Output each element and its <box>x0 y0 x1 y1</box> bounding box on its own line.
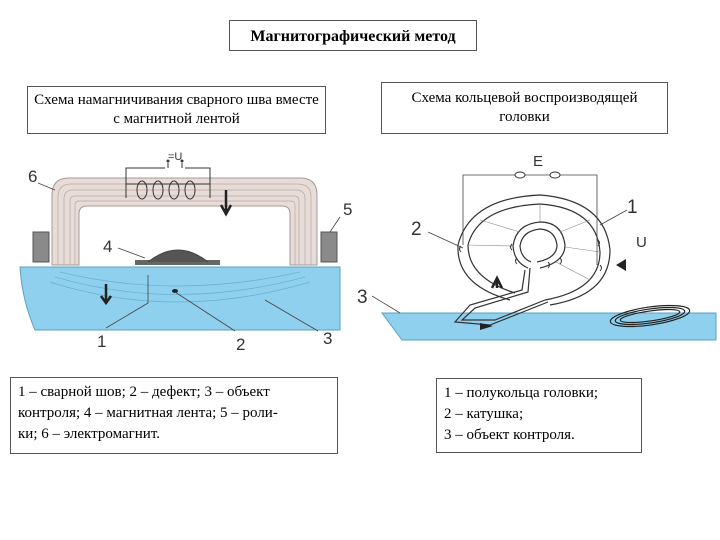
coil-windings <box>459 239 602 272</box>
right-legend: 1 – полукольца головки; 2 – катушка; 3 –… <box>436 378 642 453</box>
magnetic-tape <box>135 260 220 265</box>
right-legend-line: 1 – полукольца головки; <box>444 385 599 401</box>
label-u: U <box>636 234 647 251</box>
coil <box>125 163 211 200</box>
right-caption: Схема кольцевой воспроизводящей головки <box>381 82 668 134</box>
label-2-right: 2 <box>411 219 422 240</box>
flux-arrow-steel <box>99 284 113 306</box>
control-object <box>19 266 341 331</box>
label-e: E <box>533 153 543 170</box>
control-object-right <box>381 312 717 341</box>
label-3-right: 3 <box>357 287 368 308</box>
left-legend: 1 – сварной шов; 2 – дефект; 3 – объект … <box>10 377 338 454</box>
ring-head <box>453 194 611 326</box>
flux-arrow-yoke <box>219 190 233 217</box>
ring-head-diagram: 1 2 3 E U <box>357 153 717 341</box>
right-legend-line: 2 – катушка; <box>444 406 524 422</box>
arrow-u <box>616 259 626 271</box>
page-title: Магнитографический метод <box>229 20 477 51</box>
e-leads <box>462 174 598 265</box>
roller-right <box>320 231 338 263</box>
voltage-label: =U <box>168 151 182 163</box>
label-1-left: 1 <box>97 332 106 351</box>
tape-loops <box>609 304 691 328</box>
magnetization-diagram: =U 1 2 3 4 5 6 <box>19 151 352 354</box>
label-5-left: 5 <box>343 200 352 219</box>
leader-lines-right <box>371 209 628 314</box>
left-legend-line: 1 – сварной шов; 2 – дефект; 3 – объект <box>18 384 270 400</box>
flux-arrow-object <box>480 323 493 330</box>
roller-left <box>32 231 50 263</box>
label-1-right: 1 <box>627 197 638 218</box>
flux-arrow-head <box>490 275 504 289</box>
electromagnet-yoke <box>51 177 318 266</box>
head-spokes <box>467 204 601 281</box>
defect <box>172 289 178 293</box>
label-4-left: 4 <box>103 237 112 256</box>
label-3-left: 3 <box>323 329 332 348</box>
right-legend-line: 3 – объект контроля. <box>444 427 575 443</box>
leader-lines <box>37 182 341 332</box>
label-6-left: 6 <box>28 167 37 186</box>
left-legend-line: ки; 6 – электромагнит. <box>18 426 161 442</box>
left-caption: Схема намагничивания сварного шва вместе… <box>27 86 326 134</box>
left-legend-line: контроля; 4 – магнитная лента; 5 – роли- <box>18 405 278 421</box>
weld-seam <box>147 249 209 263</box>
label-2-left: 2 <box>236 335 245 354</box>
field-lines-steel <box>49 271 311 303</box>
